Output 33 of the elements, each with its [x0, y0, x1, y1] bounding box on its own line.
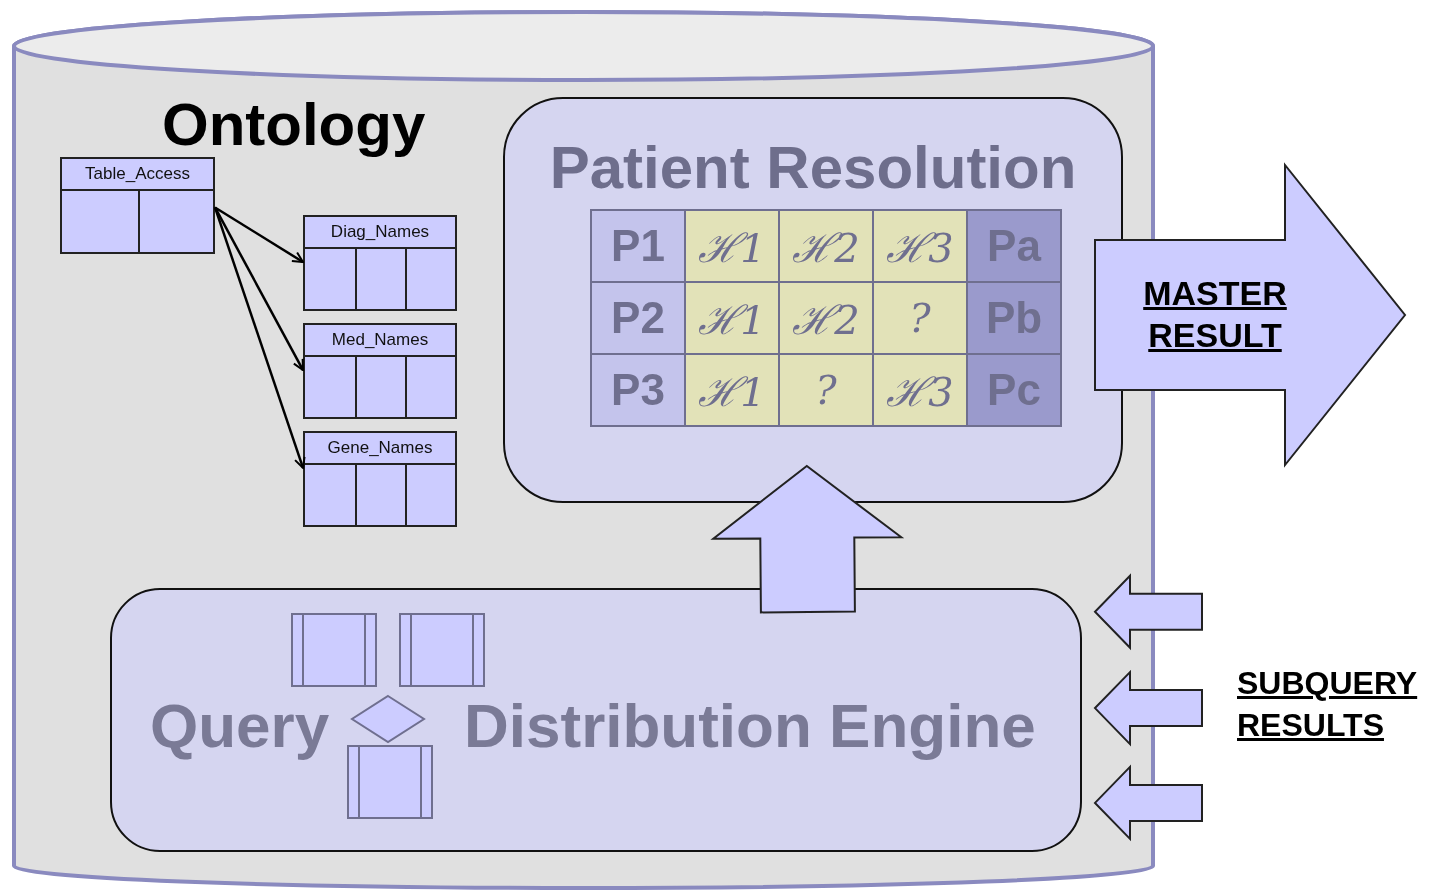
- table-cell: ?: [872, 281, 968, 355]
- table-cell: ℋ1: [684, 281, 780, 355]
- table-cell: ℋ3: [872, 353, 968, 427]
- table-cell: ℋ2: [778, 281, 874, 355]
- table-cell: Pc: [966, 353, 1062, 427]
- table-cell: ?: [778, 353, 874, 427]
- table-box: Med_Names: [303, 323, 457, 419]
- table-cell: ℋ1: [684, 209, 780, 283]
- table-box: Gene_Names: [303, 431, 457, 527]
- arrow: [213, 207, 306, 469]
- table-box: Table_Access: [60, 157, 215, 254]
- edge-label: MASTER RESULT: [1142, 273, 1288, 356]
- block-arrow: [710, 464, 905, 614]
- table-cell: ℋ3: [872, 209, 968, 283]
- arrow: [214, 206, 304, 264]
- block-arrow: [1093, 573, 1203, 651]
- table-cell: ℋ2: [778, 209, 874, 283]
- table-cell: ℋ1: [684, 353, 780, 427]
- block-arrow: [1093, 669, 1203, 747]
- table-cell: Pb: [966, 281, 1062, 355]
- panel-title: Query: [150, 690, 330, 761]
- block-arrow: [1094, 162, 1407, 468]
- side-label: SUBQUERY RESULTS: [1237, 664, 1419, 745]
- rounded-panel: [110, 588, 1082, 852]
- block-arrow: [1093, 764, 1203, 842]
- panel-title: Patient Resolution: [548, 133, 1078, 202]
- table-cell: Pa: [966, 209, 1062, 283]
- table-cell: P2: [590, 281, 686, 355]
- table-box: Diag_Names: [303, 215, 457, 311]
- table-cell: P3: [590, 353, 686, 427]
- table-cell: P1: [590, 209, 686, 283]
- section-heading: Ontology: [162, 90, 426, 159]
- panel-title: Distribution Engine: [464, 690, 1036, 761]
